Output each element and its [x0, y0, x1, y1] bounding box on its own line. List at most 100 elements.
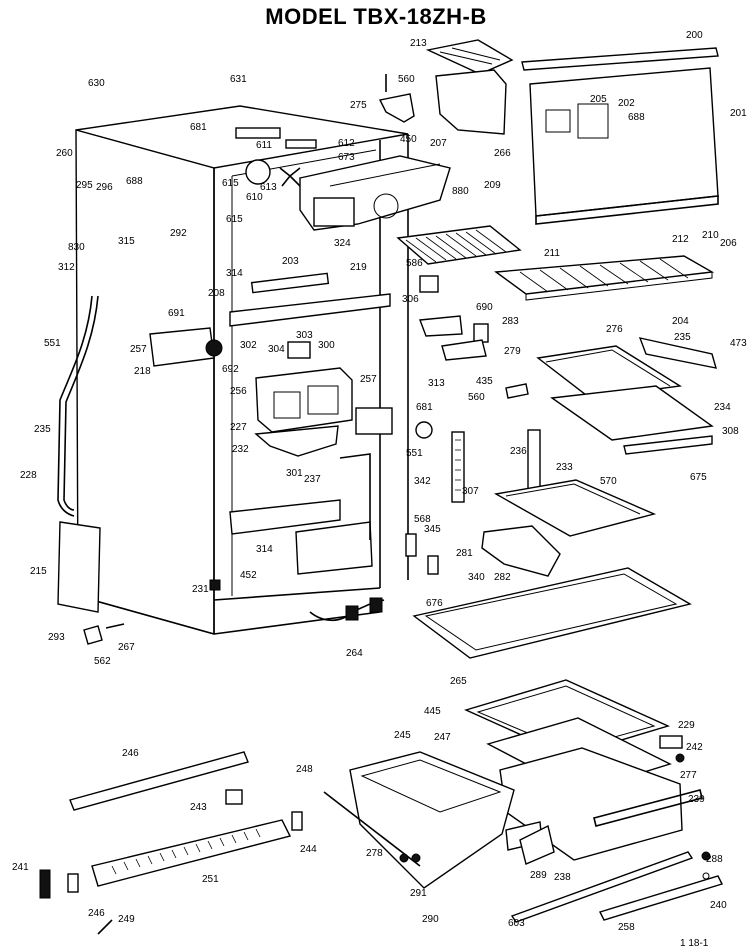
- rail-237: [623, 435, 713, 455]
- part-number-label: 603: [508, 918, 525, 929]
- part-number-label: 282: [494, 572, 511, 583]
- part-number-label: 275: [350, 100, 367, 111]
- stop-248: [675, 753, 685, 763]
- part-number-label: 229: [678, 720, 695, 731]
- fan-motor-610: [245, 159, 271, 185]
- glass-shelf-229: [412, 567, 692, 659]
- switch-300: [287, 341, 311, 359]
- ice-maker-207: [299, 155, 451, 231]
- part-number-label: 256: [230, 386, 247, 397]
- part-number-label: 688: [126, 176, 143, 187]
- wire-shelf-208: [494, 255, 715, 301]
- label-strip-219: [250, 272, 330, 294]
- toe-grille-288: [91, 819, 292, 887]
- part-number-label: 251: [202, 874, 219, 885]
- part-number-label: 324: [334, 238, 351, 249]
- part-number-label: 236: [510, 446, 527, 457]
- rail-258: [510, 851, 694, 923]
- part-number-label: 248: [296, 764, 313, 775]
- part-number-label: 345: [424, 524, 441, 535]
- part-number-label: 313: [428, 378, 445, 389]
- part-number-label: 205: [590, 94, 607, 105]
- part-number-label: 615: [226, 214, 243, 225]
- part-number-label: 200: [686, 30, 703, 41]
- bracket-204: [419, 275, 439, 293]
- part-number-label: 690: [476, 302, 493, 313]
- part-number-label: 243: [190, 802, 207, 813]
- part-number-label: 692: [222, 364, 239, 375]
- part-number-label: 235: [34, 424, 51, 435]
- plate-308: [355, 407, 393, 435]
- part-number-label: 291: [410, 888, 427, 899]
- control-housing-303: [149, 327, 223, 367]
- damper-276: [441, 339, 487, 361]
- part-number-label: 308: [722, 426, 739, 437]
- part-number-label: 260: [56, 148, 73, 159]
- bracket-275: [378, 93, 415, 123]
- part-number-label: 551: [406, 448, 423, 459]
- part-number-label: 267: [118, 642, 135, 653]
- part-number-label: 612: [338, 138, 355, 149]
- part-number-label: 673: [338, 152, 355, 163]
- dairy-bin-215: [481, 525, 561, 577]
- part-number-label: 304: [268, 344, 285, 355]
- part-number-label: 289: [530, 870, 547, 881]
- part-number-label: 688: [628, 112, 645, 123]
- latch-247: [659, 735, 683, 749]
- part-number-label: 279: [504, 346, 521, 357]
- drawer-slide-238: [399, 853, 421, 863]
- part-number-label: 880: [452, 186, 469, 197]
- part-number-label: 218: [134, 366, 151, 377]
- part-number-label: 610: [246, 192, 263, 203]
- part-number-label: 235: [674, 332, 691, 343]
- part-number-label: 560: [468, 392, 485, 403]
- part-number-label: 207: [430, 138, 447, 149]
- part-number-label: 676: [426, 598, 443, 609]
- part-number-label: 240: [710, 900, 727, 911]
- bracket-473: [638, 337, 717, 369]
- trim-tube: [57, 295, 99, 517]
- part-number-label: 278: [366, 848, 383, 859]
- part-number-label: 450: [400, 134, 417, 145]
- part-number-label: 681: [190, 122, 207, 133]
- crisper-drawer-242: [349, 751, 515, 889]
- part-number-label: 293: [48, 632, 65, 643]
- fan-blade-613: [279, 167, 301, 187]
- part-number-label: 306: [402, 294, 419, 305]
- part-number-label: 265: [450, 676, 467, 687]
- part-number-label: 215: [30, 566, 47, 577]
- part-number-label: 314: [256, 544, 273, 555]
- part-number-label: 283: [502, 316, 519, 327]
- foot-293: [209, 579, 221, 591]
- part-number-label: 219: [350, 262, 367, 273]
- vertical-rail-233: [451, 431, 465, 503]
- evaporator-panel-201: [529, 67, 719, 225]
- clip-232b: [702, 872, 710, 880]
- diagram-title: MODEL TBX-18ZH-B: [265, 4, 487, 29]
- part-number-label: 212: [672, 234, 689, 245]
- screw-265: [105, 623, 125, 629]
- part-number-label: 209: [484, 180, 501, 191]
- screw-603: [97, 919, 113, 935]
- part-number-label: 675: [690, 472, 707, 483]
- part-number-label: 231: [192, 584, 209, 595]
- part-number-label: 241: [12, 862, 29, 873]
- part-number-label: 245: [394, 730, 411, 741]
- part-number-label: 203: [282, 256, 299, 267]
- clip-291: [39, 869, 51, 899]
- part-number-label: 213: [410, 38, 427, 49]
- part-number-label: 292: [170, 228, 187, 239]
- part-number-label: 631: [230, 74, 247, 85]
- part-282: [427, 555, 439, 575]
- part-number-label: 301: [286, 468, 303, 479]
- part-number-label: 237: [304, 474, 321, 485]
- leveler-264: [83, 625, 103, 645]
- part-number-label: 227: [230, 422, 247, 433]
- part-number-label: 233: [556, 462, 573, 473]
- part-279: [473, 323, 489, 343]
- part-number-label: 691: [168, 308, 185, 319]
- rail-203: [229, 293, 391, 327]
- part-612: [285, 139, 317, 149]
- part-number-label: 266: [494, 148, 511, 159]
- part-number-label: 613: [260, 182, 277, 193]
